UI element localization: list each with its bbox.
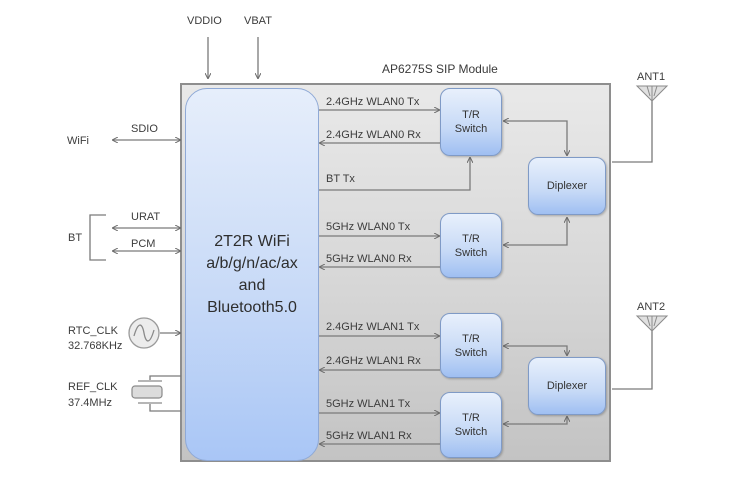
switch-label: Switch bbox=[454, 346, 488, 359]
vbat-label: VBAT bbox=[244, 15, 272, 27]
chip-line: Bluetooth5.0 bbox=[207, 298, 297, 316]
switch-label: T/R bbox=[462, 412, 480, 424]
signal-label: 5GHz WLAN1 Tx bbox=[326, 398, 411, 410]
signal-label: 2.4GHz WLAN0 Tx bbox=[326, 96, 420, 108]
ant1-label: ANT1 bbox=[637, 71, 666, 83]
wire-sw4-diplexer2 bbox=[504, 417, 567, 424]
wire-ant1 bbox=[612, 100, 653, 163]
diplexer-label: Diplexer bbox=[546, 180, 588, 192]
rtc-clk-label: RTC_CLK bbox=[68, 325, 118, 337]
bt-label: BT bbox=[68, 232, 83, 244]
wire-sw1-diplexer1 bbox=[504, 121, 567, 155]
signal-label: 2.4GHz WLAN0 Rx bbox=[326, 129, 421, 141]
uart-label: URAT bbox=[131, 211, 161, 223]
switch-label: T/R bbox=[462, 109, 480, 121]
signal-label: 5GHz WLAN0 Rx bbox=[326, 253, 412, 265]
oscillator-icon bbox=[128, 317, 160, 349]
ref-clk-label: REF_CLK bbox=[68, 381, 118, 393]
diplexer-label: Diplexer bbox=[546, 380, 588, 392]
bt-bracket bbox=[89, 214, 106, 261]
wire-bt-tx bbox=[319, 158, 470, 191]
wire-sw3-diplexer2 bbox=[504, 346, 567, 355]
tr-switch-block: T/R Switch bbox=[440, 88, 502, 156]
switch-label: Switch bbox=[454, 123, 488, 135]
ref-clk-wire-top bbox=[149, 375, 181, 380]
ant2-label: ANT2 bbox=[637, 301, 666, 313]
chip-line: 2T2R WiFi bbox=[214, 232, 290, 250]
chip-line: a/b/g/n/ac/ax bbox=[206, 254, 298, 272]
switch-label: Switch bbox=[454, 246, 488, 259]
switch-label: Switch bbox=[454, 426, 488, 438]
ref-clk-wire-bottom bbox=[149, 404, 181, 412]
crystal-icon bbox=[131, 380, 163, 404]
switch-label: T/R bbox=[462, 232, 480, 245]
sdio-label: SDIO bbox=[131, 123, 158, 135]
wifi-bt-chip: 2T2R WiFi a/b/g/n/ac/ax and Bluetooth5.0 bbox=[185, 88, 319, 461]
pcm-label: PCM bbox=[131, 238, 156, 250]
wire-ant2 bbox=[612, 331, 653, 390]
switch-label: T/R bbox=[462, 332, 480, 345]
signal-label: 5GHz WLAN1 Rx bbox=[326, 430, 412, 442]
vddio-label: VDDIO bbox=[187, 15, 222, 27]
signal-label: 5GHz WLAN0 Tx bbox=[326, 221, 411, 233]
wire-sw2-diplexer1 bbox=[504, 218, 567, 245]
chip-line: and bbox=[238, 276, 266, 294]
tr-switch-block: T/R Switch bbox=[440, 392, 502, 458]
signal-label: 2.4GHz WLAN1 Tx bbox=[326, 321, 420, 333]
ref-freq-label: 37.4MHz bbox=[68, 397, 113, 409]
signal-label: BT Tx bbox=[326, 173, 355, 185]
rtc-freq-label: 32.768KHz bbox=[68, 340, 123, 352]
diplexer-block: Diplexer bbox=[528, 357, 606, 415]
signal-label: 2.4GHz WLAN1 Rx bbox=[326, 355, 421, 367]
module-title: AP6275S SIP Module bbox=[382, 62, 498, 76]
wifi-label: WiFi bbox=[67, 135, 89, 147]
diplexer-block: Diplexer bbox=[528, 157, 606, 215]
